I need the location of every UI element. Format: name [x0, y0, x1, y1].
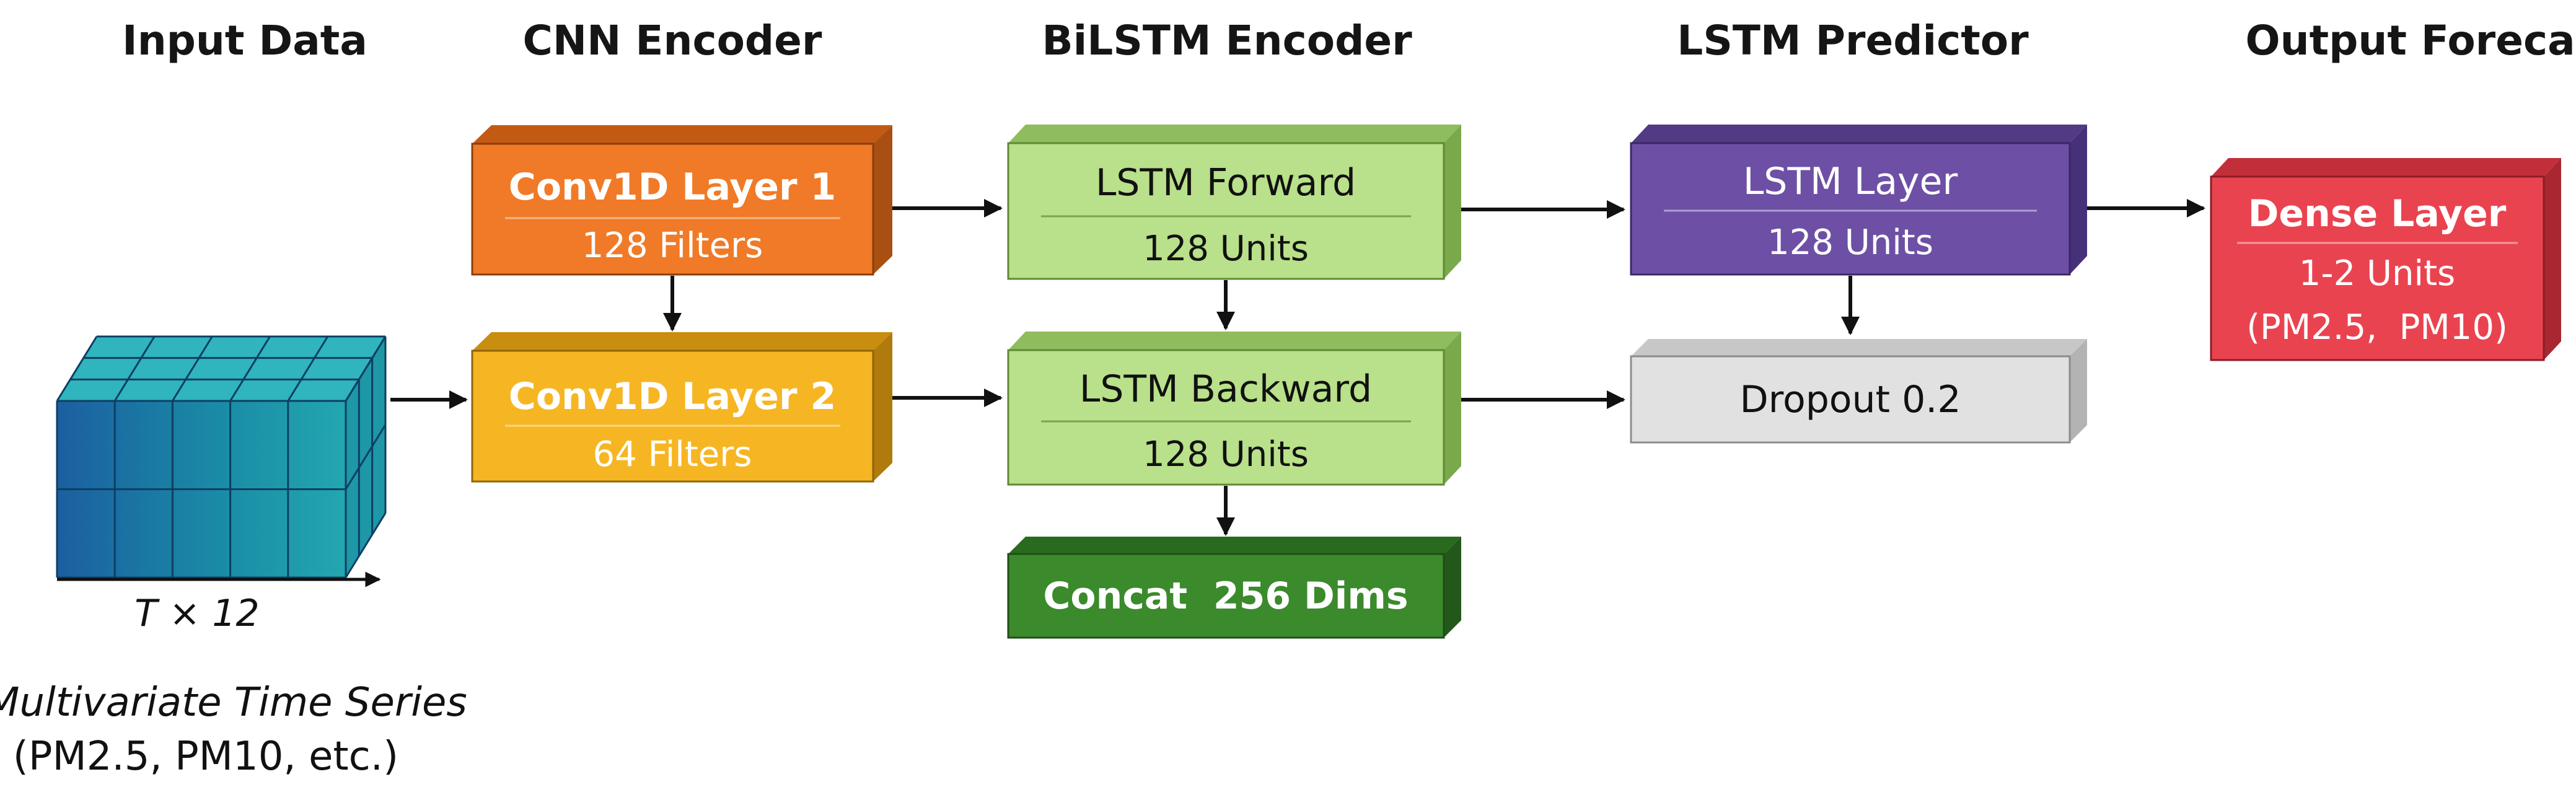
- dense-sub: 1-2 Units: [2299, 253, 2455, 294]
- lstm-forward-block-front: [1007, 142, 1445, 280]
- lstm-backward-title: LSTM Backward: [1079, 367, 1372, 411]
- cube-grid-line: [113, 336, 156, 402]
- dense-block-top: [2211, 158, 2561, 177]
- input-caption-line1: Multivariate Time Series: [0, 680, 467, 726]
- dense-sub2: (PM2.5, PM10): [2246, 307, 2508, 348]
- lstm-forward-sub: 128 Units: [1143, 229, 1309, 269]
- concat-block-front: [1007, 553, 1445, 639]
- concat-block-top: [1008, 537, 1461, 554]
- lstm-forward-block-top: [1008, 125, 1461, 143]
- dropout-block-side: [2070, 339, 2087, 442]
- input-dimension-label: T × 12: [134, 592, 259, 635]
- dense-block-front: [2210, 175, 2545, 361]
- column-title-bilstm-encoder: BiLSTM Encoder: [1042, 17, 1412, 64]
- lstm-forward-block-side: [1444, 125, 1461, 279]
- conv2-block: Conv1D Layer 2 64 Filters: [471, 332, 892, 483]
- lstm-backward-sub: 128 Units: [1143, 434, 1309, 475]
- input-caption-line2: (PM2.5, PM10, etc.): [13, 734, 398, 780]
- column-title-lstm-predictor: LSTM Predictor: [1677, 17, 2029, 64]
- concat-block-side: [1444, 537, 1461, 638]
- conv1-title: Conv1D Layer 1: [509, 165, 836, 209]
- column-title-output-forecast: Output Forecast: [2246, 17, 2576, 64]
- conv2-title: Conv1D Layer 2: [509, 375, 836, 418]
- conv1-block-top: [472, 125, 892, 144]
- lstm-backward-block: LSTM Backward 128 Units: [1007, 332, 1461, 486]
- cube-top-face: [57, 336, 385, 401]
- conv1-sub: 128 Filters: [582, 226, 763, 266]
- lstm-forward-block: LSTM Forward 128 Units: [1007, 125, 1461, 280]
- lstm-backward-block-side: [1444, 332, 1461, 485]
- cube-grid-line: [172, 336, 213, 402]
- conv2-block-front: [471, 349, 874, 483]
- lstm-layer-title: LSTM Layer: [1743, 160, 1958, 203]
- cube-grid-line: [287, 336, 329, 402]
- cube-grid-line: [345, 512, 387, 578]
- column-titles: Input Data CNN Encoder BiLSTM Encoder LS…: [122, 17, 2576, 64]
- cube-grid-line: [345, 336, 387, 402]
- column-title-cnn-encoder: CNN Encoder: [523, 17, 822, 64]
- concat-title: Concat 256 Dims: [1043, 574, 1408, 618]
- dropout-block-front: [1630, 355, 2071, 444]
- lstm-backward-block-front: [1007, 349, 1445, 486]
- dropout-block-top: [1631, 339, 2087, 356]
- blocks-layer: Conv1D Layer 1 128 Filters Conv1D Layer …: [471, 125, 2561, 639]
- input-data-cube: [56, 335, 387, 579]
- lstm-layer-block: LSTM Layer 128 Units: [1630, 125, 2087, 276]
- cube-grid-line: [56, 336, 98, 402]
- dense-block: Dense Layer 1-2 Units (PM2.5, PM10): [2210, 158, 2561, 361]
- cube-grid-line: [229, 336, 271, 402]
- conv2-block-top: [472, 332, 892, 351]
- conv1-block: Conv1D Layer 1 128 Filters: [471, 125, 892, 276]
- lstm-backward-block-top: [1008, 332, 1461, 350]
- conv1-block-side: [873, 125, 892, 275]
- dropout-title: Dropout 0.2: [1739, 378, 1961, 421]
- lstm-layer-block-top: [1631, 125, 2087, 143]
- lstm-layer-sub: 128 Units: [1767, 222, 1933, 263]
- lstm-layer-block-side: [2070, 125, 2087, 275]
- lstm-forward-title: LSTM Forward: [1096, 161, 1356, 204]
- concat-block: Concat 256 Dims: [1007, 537, 1461, 639]
- connection-arrows: [390, 199, 2205, 536]
- column-title-input-data: Input Data: [122, 17, 367, 64]
- dense-block-side: [2544, 158, 2561, 360]
- input-caption-line2-text: (PM2.5, PM10, etc.): [13, 734, 398, 780]
- lstm-layer-block-front: [1630, 142, 2071, 276]
- cube-grid-lines: [56, 335, 387, 579]
- conv2-block-side: [873, 332, 892, 481]
- conv2-sub: 64 Filters: [593, 434, 752, 475]
- cube-grid-line: [345, 424, 387, 490]
- conv1-block-front: [471, 143, 874, 276]
- dropout-block: Dropout 0.2: [1630, 339, 2087, 444]
- dense-title: Dense Layer: [2248, 192, 2507, 235]
